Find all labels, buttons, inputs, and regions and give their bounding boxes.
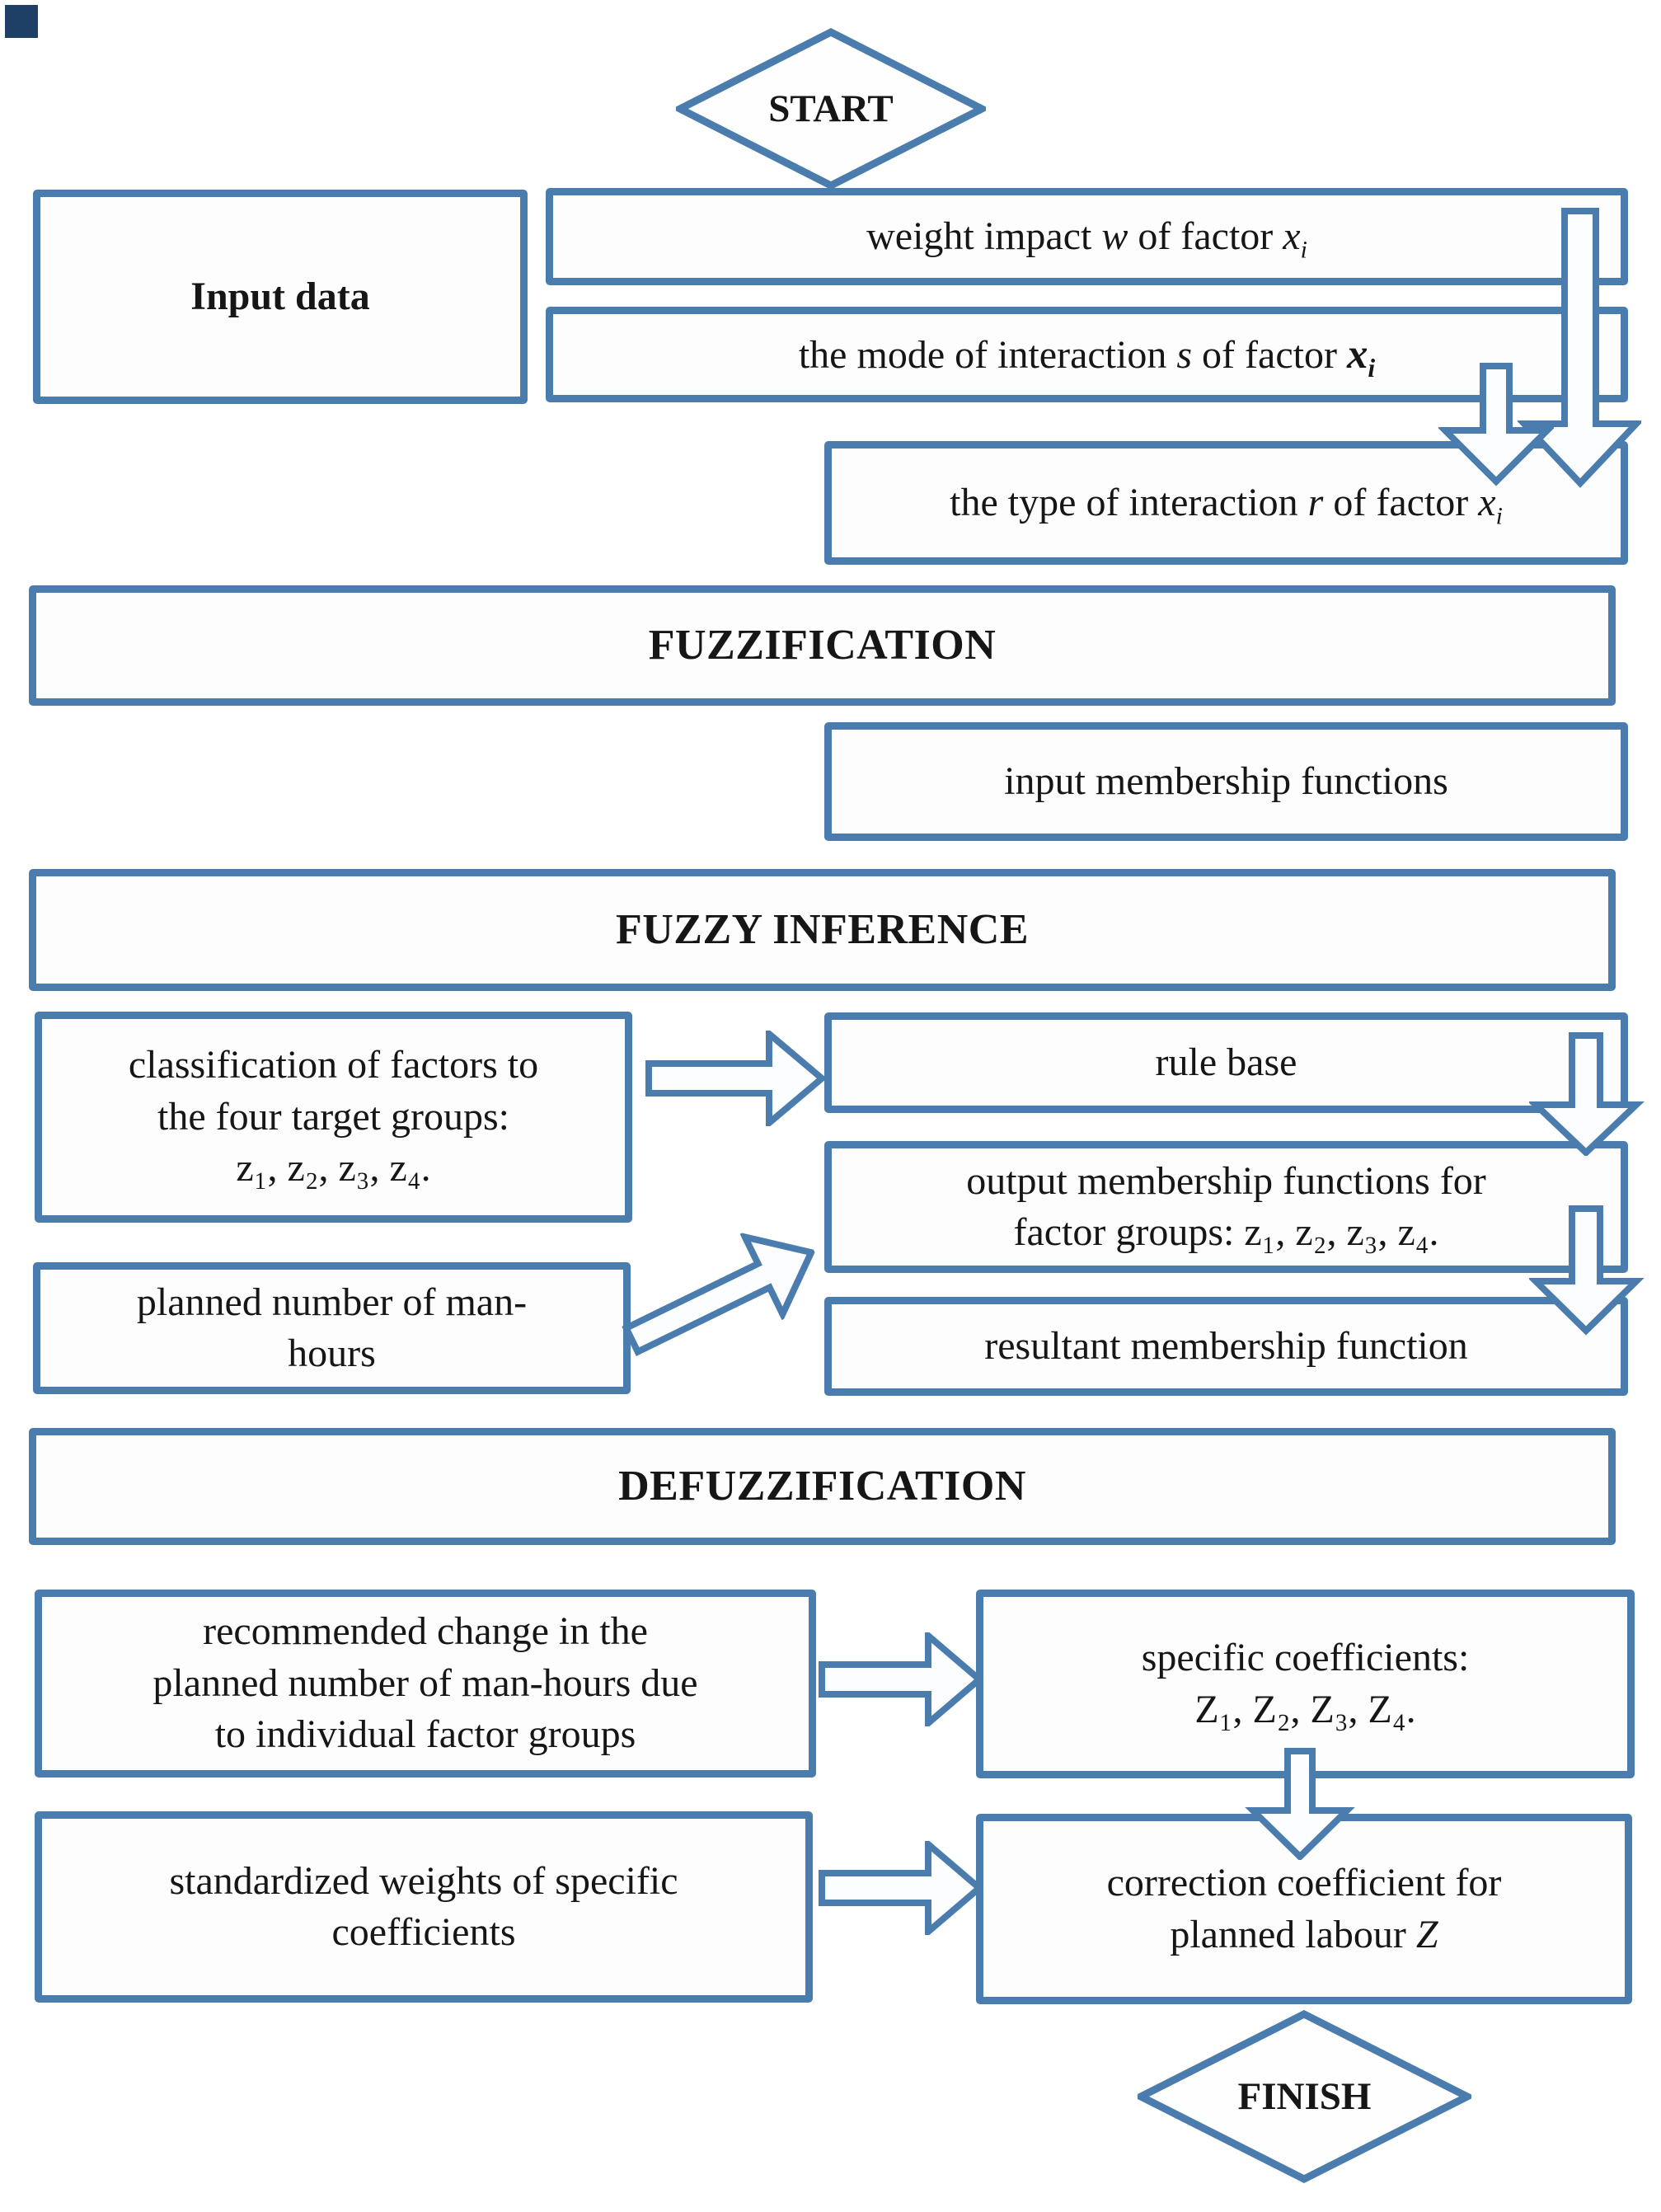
mode-interaction-box: the mode of interaction s of factor xi [546, 307, 1628, 402]
down-arrow-weight-to-type-icon [1518, 208, 1641, 488]
output-membership-box: output membership functions for factor g… [824, 1141, 1628, 1273]
corner-mark [5, 5, 38, 38]
defuzzification-bar: DEFUZZIFICATION [29, 1428, 1616, 1545]
right-arrow-classification-to-rulebase-icon [645, 1031, 827, 1126]
fuzzy-inference-label: FUZZY INFERENCE [615, 906, 1030, 954]
down-arrow-specific-to-correction-icon [1245, 1748, 1355, 1860]
specific-coefficients-box: specific coefficients: Z₁, Z₂, Z₃, Z₄. [976, 1590, 1635, 1778]
right-arrow-standardized-to-correction-icon [819, 1841, 983, 1935]
rule-base-label: rule base [1155, 1040, 1297, 1084]
specific-coefficients-label: specific coefficients: Z₁, Z₂, Z₃, Z₄. [1141, 1636, 1470, 1731]
start-diamond: START [676, 28, 986, 190]
type-interaction-label: the type of interaction r of factor xi [950, 480, 1503, 530]
finish-label: FINISH [1237, 2075, 1372, 2118]
recommended-change-box: recommended change in the planned number… [35, 1590, 816, 1778]
resultant-membership-label: resultant membership function [984, 1323, 1468, 1368]
defuzzification-label: DEFUZZIFICATION [618, 1463, 1026, 1510]
rule-base-box: rule base [824, 1012, 1628, 1113]
fuzzy-inference-bar: FUZZY INFERENCE [29, 869, 1616, 991]
standardized-weights-box: standardized weights of specific coeffic… [35, 1811, 813, 2003]
start-diamond-shape [676, 28, 986, 190]
correction-coefficient-label: correction coefficient for planned labou… [1106, 1861, 1502, 1956]
input-data-label: Input data [190, 274, 370, 318]
weight-impact-box: weight impact w of factor xi [546, 188, 1628, 285]
standardized-weights-label: standardized weights of specific coeffic… [169, 1858, 678, 1954]
classification-box: classification of factors to the four ta… [35, 1012, 632, 1223]
resultant-membership-box: resultant membership function [824, 1297, 1628, 1396]
classification-label: classification of factors to the four ta… [128, 1043, 539, 1191]
input-membership-label: input membership functions [1004, 758, 1448, 803]
recommended-change-label: recommended change in the planned number… [152, 1609, 698, 1757]
input-membership-box: input membership functions [824, 722, 1628, 841]
finish-diamond-shape [1138, 2010, 1471, 2183]
start-label: START [768, 87, 894, 130]
mode-interaction-label: the mode of interaction s of factor xi [798, 331, 1376, 383]
output-membership-label: output membership functions for factor g… [966, 1158, 1486, 1254]
down-arrow-output-to-resultant-icon [1529, 1205, 1645, 1336]
right-arrow-recommended-to-specific-icon [819, 1632, 983, 1726]
down-arrow-rulebase-to-output-icon [1529, 1032, 1645, 1156]
diagonal-arrow-planned-to-output-icon [608, 1208, 836, 1384]
input-data-box: Input data [33, 190, 528, 404]
finish-diamond: FINISH [1138, 2010, 1471, 2183]
weight-impact-label: weight impact w of factor xi [866, 214, 1307, 264]
down-arrow-mode-to-type-icon [1438, 363, 1554, 486]
fuzzification-label: FUZZIFICATION [648, 622, 997, 669]
fuzzification-bar: FUZZIFICATION [29, 585, 1616, 706]
planned-hours-box: planned number of man- hours [33, 1262, 631, 1394]
planned-hours-label: planned number of man- hours [136, 1280, 528, 1375]
